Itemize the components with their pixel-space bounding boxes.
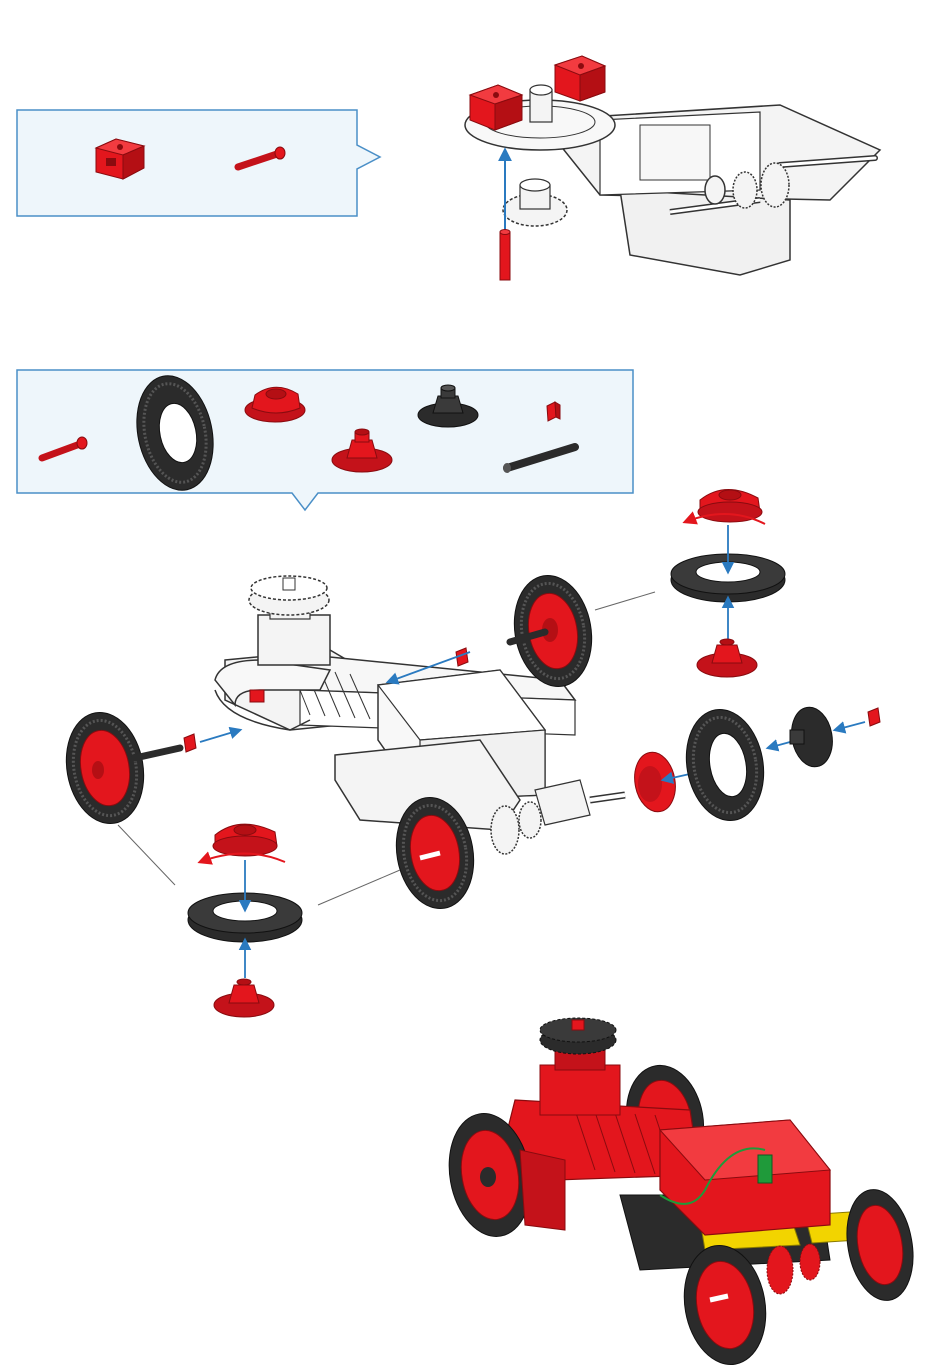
parts-callout-2 [17, 370, 633, 510]
exploded-front-right-wheel [630, 703, 880, 826]
tire-assembly-detail-left [118, 824, 400, 1017]
step-2 [17, 369, 880, 1017]
wheel-rear-left [58, 706, 152, 829]
step-1 [17, 56, 880, 280]
parts-callout-1 [17, 110, 380, 216]
tire-assembly-detail-right [595, 489, 785, 677]
chassis-with-wheels-exploded [58, 489, 880, 1017]
wheel-rear-right [506, 569, 600, 692]
clip-ring-icon [547, 402, 560, 421]
baseplate-with-turntable-and-gear [465, 56, 880, 280]
finished-tractor-model [440, 1018, 921, 1370]
